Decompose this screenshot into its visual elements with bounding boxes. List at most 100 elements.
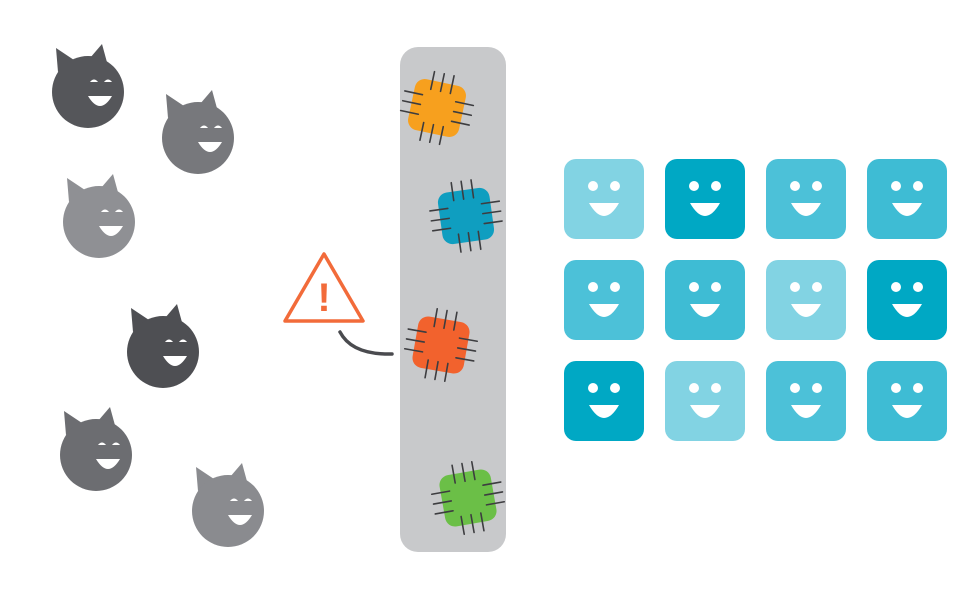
devil-head <box>192 475 264 547</box>
left-eye <box>588 282 598 292</box>
chip-pins <box>403 307 479 383</box>
devil-face-icon <box>127 304 199 388</box>
smiley-face-icon <box>766 260 846 340</box>
face-tile <box>867 260 947 340</box>
smile-mouth <box>589 304 619 317</box>
chip-pins <box>399 70 475 146</box>
devil-mouth <box>96 459 120 469</box>
right-eye <box>711 383 721 393</box>
face-tile <box>867 361 947 441</box>
left-horn <box>166 94 184 118</box>
left-eye <box>891 282 901 292</box>
chip-body <box>408 79 466 137</box>
attackers-group <box>52 44 264 547</box>
devil-face-icon <box>192 463 264 547</box>
devil-head <box>52 56 124 128</box>
right-eye <box>112 442 120 445</box>
left-eye <box>891 181 901 191</box>
smile-mouth <box>791 304 821 317</box>
devil-mouth <box>228 515 252 525</box>
smiley-face-icon <box>665 361 745 441</box>
left-eye <box>891 383 901 393</box>
devil-face-icon <box>60 407 132 491</box>
smile-mouth <box>892 304 922 317</box>
devil-head <box>162 102 234 174</box>
face-tile <box>564 361 644 441</box>
right-eye <box>244 498 252 501</box>
smile-mouth <box>892 203 922 216</box>
left-eye <box>689 383 699 393</box>
chip-pins <box>429 179 503 253</box>
microchip-icon <box>403 307 479 383</box>
left-horn <box>131 308 149 332</box>
right-eye <box>711 282 721 292</box>
smile-mouth <box>690 304 720 317</box>
left-eye <box>230 498 238 501</box>
smiley-face-icon <box>867 159 947 239</box>
face-tile <box>665 159 745 239</box>
warning-triangle-icon <box>283 252 365 323</box>
smiley-face-icon <box>665 159 745 239</box>
smile-mouth <box>589 405 619 418</box>
right-eye <box>913 383 923 393</box>
smiley-face-icon <box>766 159 846 239</box>
devil-mouth <box>163 356 187 366</box>
smile-mouth <box>791 203 821 216</box>
chip-body <box>412 316 470 374</box>
microchip-icon <box>429 179 503 253</box>
face-tile <box>665 361 745 441</box>
devil-mouth <box>88 96 112 106</box>
face-tile <box>766 260 846 340</box>
devil-head <box>127 316 199 388</box>
smiley-face-icon <box>564 159 644 239</box>
right-eye <box>812 282 822 292</box>
right-eye <box>610 383 620 393</box>
smile-mouth <box>791 405 821 418</box>
right-eye <box>115 209 123 212</box>
devil-mouth <box>198 142 222 152</box>
right-eye <box>812 383 822 393</box>
smiley-face-icon <box>564 260 644 340</box>
microchip-icon <box>399 70 475 146</box>
devil-face-icon <box>162 90 234 174</box>
left-horn <box>64 411 82 435</box>
right-eye <box>913 181 923 191</box>
devil-face-icon <box>52 44 124 128</box>
right-eye <box>913 282 923 292</box>
left-eye <box>90 79 98 82</box>
devil-head <box>60 419 132 491</box>
smiley-face-icon <box>867 361 947 441</box>
devil-head <box>63 186 135 258</box>
left-eye <box>790 181 800 191</box>
devil-face-icon <box>63 174 135 258</box>
left-eye <box>98 442 106 445</box>
left-eye <box>689 282 699 292</box>
warning-exclamation: ! <box>317 276 330 320</box>
left-eye <box>588 383 598 393</box>
face-tile <box>766 361 846 441</box>
microchip-icon <box>430 460 506 536</box>
left-eye <box>689 181 699 191</box>
right-eye <box>214 125 222 128</box>
chip-body <box>437 187 495 245</box>
smile-mouth <box>690 203 720 216</box>
right-eye <box>711 181 721 191</box>
left-horn <box>56 48 74 72</box>
smiley-face-icon <box>766 361 846 441</box>
left-eye <box>790 383 800 393</box>
left-eye <box>790 282 800 292</box>
smiley-face-icon <box>564 361 644 441</box>
smile-mouth <box>892 405 922 418</box>
smile-mouth <box>690 405 720 418</box>
faces-grid <box>564 159 947 441</box>
left-eye <box>200 125 208 128</box>
left-eye <box>588 181 598 191</box>
right-eye <box>104 79 112 82</box>
right-eye <box>812 181 822 191</box>
left-horn <box>196 467 214 491</box>
smiley-face-icon <box>867 260 947 340</box>
devil-mouth <box>99 226 123 236</box>
face-tile <box>665 260 745 340</box>
